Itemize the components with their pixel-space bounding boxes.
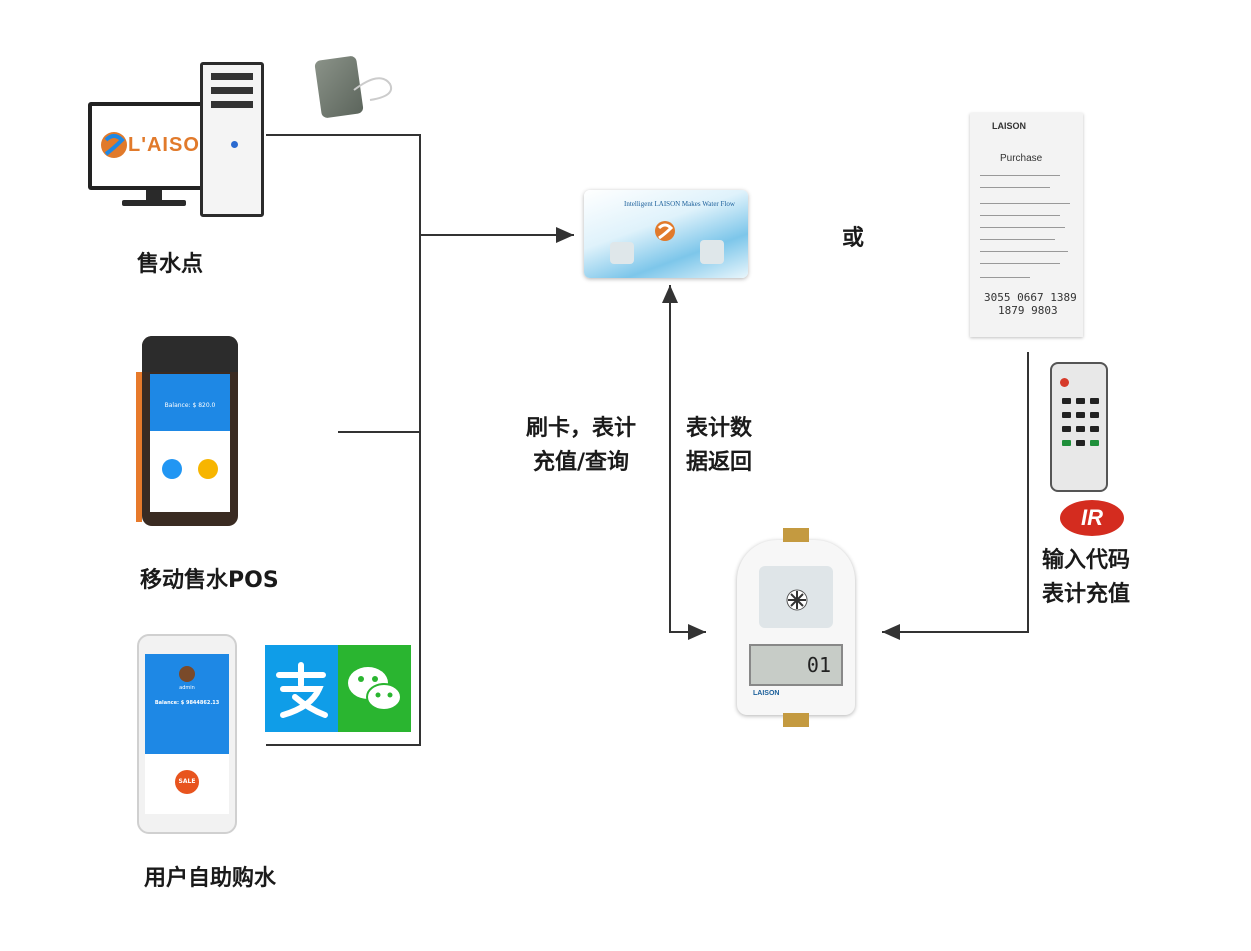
pos-balance: Balance: $ 820.0 — [164, 402, 216, 409]
label-card-recharge: 刷卡，表计 充值/查询 — [526, 412, 636, 480]
mobile-pos-device: Balance: $ 820.0 — [136, 336, 238, 526]
pc-brand: L'AISON — [128, 134, 216, 156]
receipt-line — [980, 175, 1060, 176]
meter-dial — [759, 566, 833, 628]
ir-logo: IR — [1060, 500, 1124, 536]
remote-key — [1076, 412, 1085, 418]
label-mobile-pos: 移动售水POS — [140, 568, 279, 593]
pos-side-grip — [136, 372, 142, 522]
smartphone: admin Balance: $ 9844862.13 SALE — [137, 634, 237, 834]
label-or: 或 — [842, 226, 865, 251]
receipt-line — [980, 215, 1060, 216]
phone-balance: Balance: $ 9844862.13 — [154, 700, 220, 706]
remote-key — [1062, 426, 1071, 432]
meter-pipe-inlet — [783, 528, 809, 542]
alipay-glyph-icon — [276, 662, 328, 718]
label-meter-return: 表计数 据返回 — [686, 412, 752, 480]
remote-key — [1062, 398, 1071, 404]
remote-key — [1076, 440, 1085, 446]
card-meter-image — [700, 240, 724, 264]
card-title: Intelligent LAISON Makes Water Flow — [624, 200, 735, 208]
remote-key — [1062, 412, 1071, 418]
drive-slot — [211, 101, 253, 108]
alipay-icon — [265, 645, 338, 732]
receipt-line — [980, 277, 1030, 278]
ic-card: Intelligent LAISON Makes Water Flow — [584, 190, 748, 278]
receipt-title: Purchase — [1000, 153, 1043, 164]
pc-tower — [200, 62, 264, 217]
power-led — [231, 141, 238, 148]
monitor: L'AISON — [88, 102, 220, 190]
card-meter-image — [610, 242, 634, 264]
label-card-recharge-line1: 刷卡，表计 — [526, 416, 637, 441]
remote-key — [1090, 440, 1099, 446]
wechat-glyph-icon — [348, 667, 402, 711]
water-meter: 01 LAISON — [737, 528, 855, 727]
wechat-icon — [338, 645, 411, 732]
avatar — [179, 666, 195, 682]
monitor-base — [122, 200, 186, 206]
receipt-line — [980, 203, 1070, 204]
label-meter-return-line1: 表计数 — [686, 416, 753, 441]
pc-line — [266, 134, 421, 746]
pos-water-icon — [162, 459, 182, 479]
purchase-receipt: LAISON Purchase 3055 0667 1389 1879 9803 — [970, 113, 1083, 337]
pos-top-bezel — [142, 336, 238, 372]
receipt-token-line2: 1879 9803 — [998, 304, 1058, 317]
receipt-line — [980, 239, 1055, 240]
phone-screen: admin Balance: $ 9844862.13 SALE — [145, 654, 229, 814]
power-button-icon — [1060, 378, 1069, 387]
label-self-service: 用户自助购水 — [144, 866, 277, 891]
remote-to-meter-arrow — [882, 352, 1029, 640]
laison-logo-icon — [101, 132, 127, 158]
card-logo-icon — [655, 221, 675, 241]
remote-key — [1076, 426, 1085, 432]
receipt-line — [980, 251, 1068, 252]
receipt-line — [980, 187, 1050, 188]
receipt-line — [980, 263, 1060, 264]
label-sales-point: 售水点 — [137, 252, 204, 277]
phone-header: admin Balance: $ 9844862.13 — [145, 654, 229, 754]
monitor-screen: L'AISON — [92, 106, 216, 186]
ir-remote — [1050, 362, 1108, 492]
remote-key — [1090, 412, 1099, 418]
label-ir: 输入代码 表计充值 — [1042, 544, 1130, 612]
phone-user: admin — [179, 685, 195, 691]
receipt-brand: LAISON — [992, 121, 1027, 131]
remote-key — [1090, 398, 1099, 404]
drive-slot — [211, 87, 253, 94]
meter-lcd: 01 — [749, 644, 843, 686]
meter-brand: LAISON — [753, 690, 780, 697]
pos-screen-lower — [150, 431, 230, 512]
meter-star-wheel-icon — [786, 589, 808, 611]
reader-cable-icon — [353, 77, 392, 101]
meter-pipe-outlet — [783, 713, 809, 727]
drive-slot — [211, 73, 253, 80]
remote-key — [1076, 398, 1085, 404]
remote-key — [1090, 426, 1099, 432]
sale-button: SALE — [175, 770, 199, 794]
monitor-stand — [146, 190, 162, 202]
receipt-token-line1: 3055 0667 1389 — [984, 291, 1077, 304]
remote-key — [1062, 440, 1071, 446]
label-meter-return-line2: 据返回 — [686, 450, 753, 475]
label-ir-line2: 表计充值 — [1042, 582, 1131, 607]
receipt-line — [980, 227, 1065, 228]
label-ir-line1: 输入代码 — [1042, 548, 1131, 573]
label-card-recharge-line2: 充值/查询 — [532, 450, 630, 475]
pos-refresh-icon — [198, 459, 218, 479]
